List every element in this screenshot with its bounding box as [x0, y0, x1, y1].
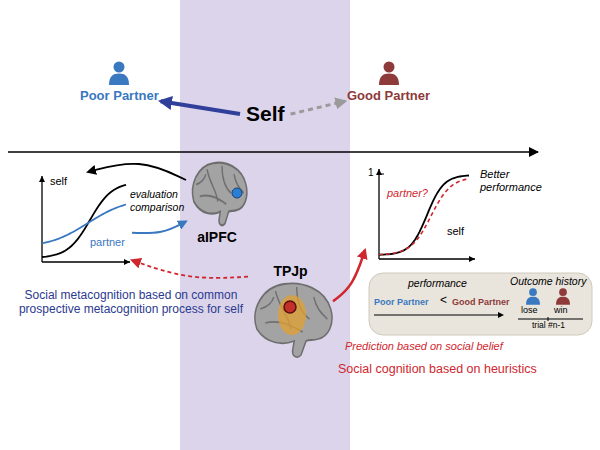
svg-circle: [383, 62, 394, 73]
node-text: Outcome history: [510, 275, 586, 287]
connector-arrow: [132, 221, 186, 233]
axis-head: [469, 256, 475, 262]
person-svg: [377, 59, 401, 87]
diagram-node: aIPFC: [186, 158, 248, 246]
person-icon: [526, 288, 540, 304]
partner-curve: [379, 179, 469, 255]
brain-svg: [250, 279, 335, 359]
svg-path: [556, 297, 570, 305]
diagram-node: performancePoor Partner < Good PartnerOutc…: [368, 272, 593, 336]
connector-arrow: [88, 164, 186, 180]
node-text: partner?: [387, 187, 428, 200]
free-label: Social metacognition based on common pro…: [15, 288, 247, 317]
node-text: performance: [408, 277, 467, 289]
person-icon: [109, 62, 129, 86]
person-svg: [107, 59, 131, 87]
diagram-node: 1 self partner?: [365, 165, 477, 265]
free-label: Social cognition based on heuristics: [338, 362, 537, 377]
activation-blob: [278, 295, 306, 335]
history-axis: [518, 319, 583, 320]
free-label: evaluation comparison: [130, 188, 186, 213]
node-text: trial #n-1: [532, 321, 565, 331]
svg-path: [260, 297, 274, 309]
person-icon: [379, 62, 399, 86]
person-icon: [556, 288, 570, 304]
node-text: aIPFC: [188, 229, 246, 245]
connector-arrow: [291, 101, 345, 114]
arrow-head: [498, 312, 504, 318]
plot-axis: [41, 176, 42, 262]
plot-axis: [378, 169, 379, 259]
plot-graphic: [365, 165, 477, 265]
node-text: 1: [368, 167, 374, 179]
node-text: win: [554, 305, 568, 315]
connector-arrow: [132, 260, 248, 278]
plot-graphic: [22, 172, 132, 270]
free-label: Better performance: [480, 168, 560, 194]
axis-tick: [379, 174, 384, 175]
svg-path: [200, 195, 226, 204]
region-dot: [284, 301, 296, 313]
plot-axis: [379, 258, 475, 259]
node-text: <: [440, 294, 447, 308]
brain-illustration: [193, 163, 247, 226]
svg-path: [314, 297, 328, 319]
scale-arrow: [374, 314, 500, 315]
svg-path: [379, 74, 399, 86]
svg-circle: [114, 62, 125, 73]
svg-path: [526, 297, 540, 305]
node-text: Good Partner: [347, 89, 430, 104]
highlight-band: [180, 0, 350, 450]
axis-arrow: [8, 151, 538, 153]
connector-arrow: [161, 101, 240, 114]
diagram-node: self partner: [22, 172, 132, 270]
axis-head: [39, 176, 45, 182]
axis-head: [124, 259, 130, 265]
node-text: Good Partner: [452, 297, 510, 307]
svg-path: [196, 174, 206, 184]
svg-path: [222, 166, 231, 193]
node-text: Poor Partner: [80, 89, 159, 104]
rounded-box: [369, 273, 592, 335]
diagram-node: TPJp: [248, 262, 333, 360]
diagram-node: Good Partner: [345, 58, 432, 105]
brain-svg: [188, 159, 250, 229]
brain-illustration: [255, 283, 332, 357]
self-curve: [379, 176, 469, 255]
node-text: TPJp: [250, 263, 331, 279]
plot-axis: [42, 261, 130, 262]
svg-path: [109, 74, 129, 86]
node-text: Poor Partner: [374, 297, 429, 307]
diagram-node: Self: [240, 100, 291, 128]
svg-path: [255, 283, 332, 357]
svg-circle: [559, 288, 567, 296]
free-label: Prediction based on social belief: [345, 340, 503, 353]
region-dot: [232, 188, 242, 198]
svg-path: [193, 163, 247, 226]
node-text: self: [447, 225, 464, 238]
node-text: Self: [246, 102, 285, 126]
connector-arrow: [333, 250, 365, 301]
diagram-node: Poor Partner: [78, 58, 161, 105]
node-text: self: [50, 175, 67, 188]
self-curve: [42, 185, 126, 257]
node-text: lose: [521, 305, 538, 315]
node-text: partner: [90, 236, 125, 249]
svg-circle: [529, 288, 537, 296]
